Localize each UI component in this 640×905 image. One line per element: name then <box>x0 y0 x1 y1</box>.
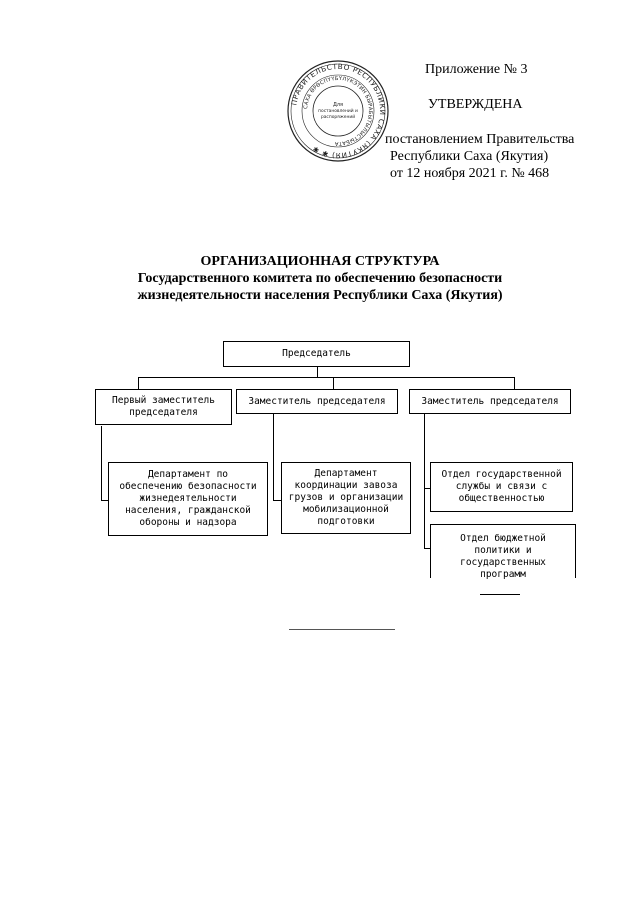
approval-line-3: от 12 ноября 2021 г. № 468 <box>390 166 550 181</box>
connector-line <box>273 414 274 500</box>
connector-line <box>138 377 139 389</box>
chairman-box-bottom <box>223 366 410 367</box>
document-title: ОРГАНИЗАЦИОННАЯ СТРУКТУРА <box>200 254 440 269</box>
deputy-2-label: Заместитель председателя <box>248 395 386 407</box>
connector-line <box>101 426 102 500</box>
deputy-3-label: Заместитель председателя <box>421 395 559 407</box>
connector-line <box>424 414 425 548</box>
svg-text:постановлений и: постановлений и <box>318 107 358 114</box>
approved-label: УТВЕРЖДЕНА <box>428 97 523 112</box>
department-box-2: Департамент координации завоза грузов и … <box>281 462 411 534</box>
department-2-label: Департамент координации завоза грузов и … <box>288 468 404 527</box>
document-subtitle-1: Государственного комитета по обеспечению… <box>137 271 503 286</box>
connector-line <box>317 367 318 377</box>
chairman-box: Председатель <box>223 341 410 367</box>
connector-line <box>514 377 515 389</box>
connector-line <box>424 488 430 489</box>
connector-line <box>138 377 515 378</box>
document-subtitle-2: жизнедеятельности населения Республики С… <box>137 288 503 303</box>
department-1-label: Департамент по обеспечению безопасности … <box>119 469 257 528</box>
connector-line <box>273 500 281 501</box>
department-box-1: Департамент по обеспечению безопасности … <box>108 462 268 536</box>
department-box-3: Отдел государственной службы и связи с о… <box>430 462 573 512</box>
deputy-box-2: Заместитель председателя <box>236 389 398 414</box>
connector-line <box>101 500 108 501</box>
department-3-label: Отдел государственной службы и связи с о… <box>441 469 562 504</box>
svg-text:Для: Для <box>333 102 343 108</box>
department-4-underline <box>480 594 520 595</box>
end-separator <box>289 629 395 630</box>
connector-line <box>333 377 334 389</box>
first-deputy-label: Первый заместитель председателя <box>112 395 215 418</box>
svg-text:распоряжений: распоряжений <box>321 113 355 120</box>
official-seal: ПРАВИТЕЛЬСТВО РЕСПУБЛИКИ САХА (ЯКУТИЯ) ✱… <box>287 60 389 162</box>
deputy-box-3: Заместитель председателя <box>409 389 571 414</box>
chairman-label: Председатель <box>282 348 351 359</box>
connector-line <box>424 548 430 549</box>
appendix-number: Приложение № 3 <box>425 62 528 77</box>
approval-line-2: Республики Саха (Якутия) <box>390 149 549 164</box>
approval-line-1: постановлением Правительства <box>385 132 575 147</box>
chairman-box-top <box>223 341 410 342</box>
department-4-label: Отдел бюджетной политики и государственн… <box>460 532 546 580</box>
first-deputy-box: Первый заместитель председателя <box>95 389 232 425</box>
department-box-4: Отдел бюджетной политики и государственн… <box>430 524 576 580</box>
